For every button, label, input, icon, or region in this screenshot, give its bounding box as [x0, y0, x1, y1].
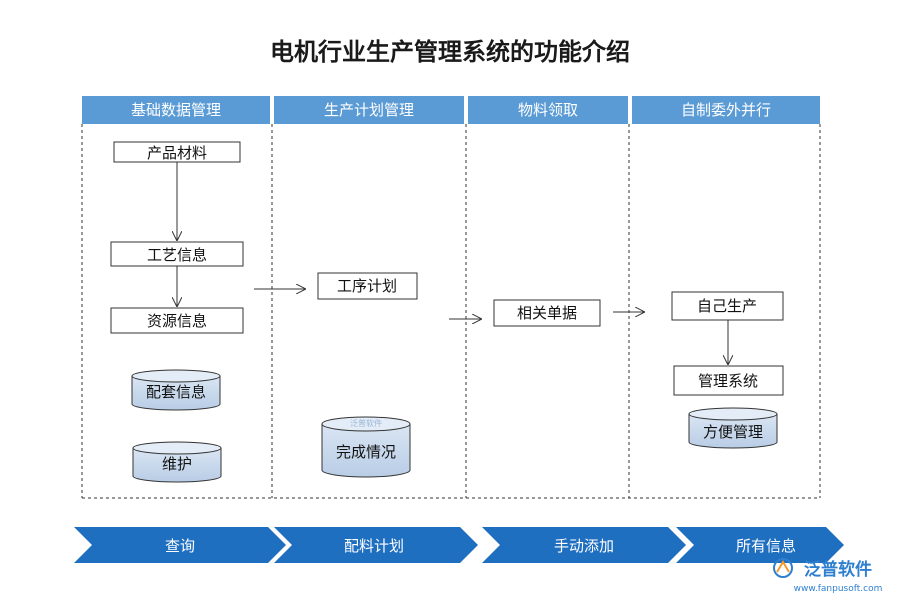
cylinder-label: 维护: [162, 455, 192, 473]
watermark: 泛普软件: [350, 418, 382, 428]
box-resource-info: 资源信息: [110, 307, 244, 334]
cylinder-maintenance: 维护: [132, 441, 222, 483]
chevron-label: 查询: [165, 537, 195, 555]
logo-url: www.fanpusoft.com: [794, 584, 883, 594]
column-header-production-plan: 生产计划管理: [274, 96, 464, 124]
chevron-label: 配料计划: [344, 537, 404, 555]
chevron-manual-add: 手动添加: [482, 527, 686, 563]
column-header-material-pickup: 物料领取: [468, 96, 628, 124]
column-header-label: 物料领取: [518, 101, 578, 119]
logo-icon: [773, 558, 793, 578]
column-header-bg: [632, 96, 820, 124]
box-management-system: 管理系统: [673, 365, 784, 396]
column-header-inhouse-outsource: 自制委外并行: [632, 96, 820, 124]
chevron-query: 查询: [74, 527, 286, 563]
diagram-title: 电机行业生产管理系统的功能介绍: [270, 38, 630, 66]
cylinder-completion-status: 泛普软件 完成情况: [321, 416, 411, 478]
chevron-label: 手动添加: [554, 537, 614, 555]
column-header-basic-data: 基础数据管理: [82, 96, 270, 124]
brand-logo: 泛普软件 www.fanpusoft.com: [773, 558, 883, 594]
box-label: 管理系统: [698, 372, 758, 390]
column-header-label: 生产计划管理: [324, 101, 414, 119]
box-label: 自己生产: [697, 297, 757, 315]
column-header-bg: [274, 96, 464, 124]
box-process-info: 工艺信息: [110, 241, 244, 267]
logo-name: 泛普软件: [804, 559, 872, 580]
cylinder-label: 方便管理: [703, 423, 763, 441]
box-related-docs: 相关单据: [493, 299, 601, 327]
dashed-frame: [81, 124, 821, 499]
column-header-bg: [468, 96, 628, 124]
cylinder-convenient-management: 方便管理: [688, 407, 778, 449]
column-header-label: 基础数据管理: [131, 101, 221, 119]
box-label: 工艺信息: [147, 246, 207, 264]
column-header-bg: [82, 96, 270, 124]
box-label: 工序计划: [337, 277, 397, 295]
box-label: 相关单据: [517, 304, 577, 322]
cylinder-supporting-info: 配套信息: [131, 369, 221, 411]
column-header-label: 自制委外并行: [681, 101, 771, 119]
chevron-label: 所有信息: [736, 537, 796, 555]
cylinder-label: 完成情况: [336, 443, 396, 461]
box-procedure-plan: 工序计划: [317, 272, 418, 300]
box-product-material: 产品材料: [113, 141, 241, 163]
chevron-ingredient-plan: 配料计划: [274, 527, 478, 563]
box-label: 产品材料: [147, 144, 207, 162]
chevron-all-info: 所有信息: [676, 527, 844, 563]
box-label: 资源信息: [147, 312, 207, 330]
cylinder-label: 配套信息: [146, 383, 206, 401]
box-self-production: 自己生产: [671, 291, 784, 321]
